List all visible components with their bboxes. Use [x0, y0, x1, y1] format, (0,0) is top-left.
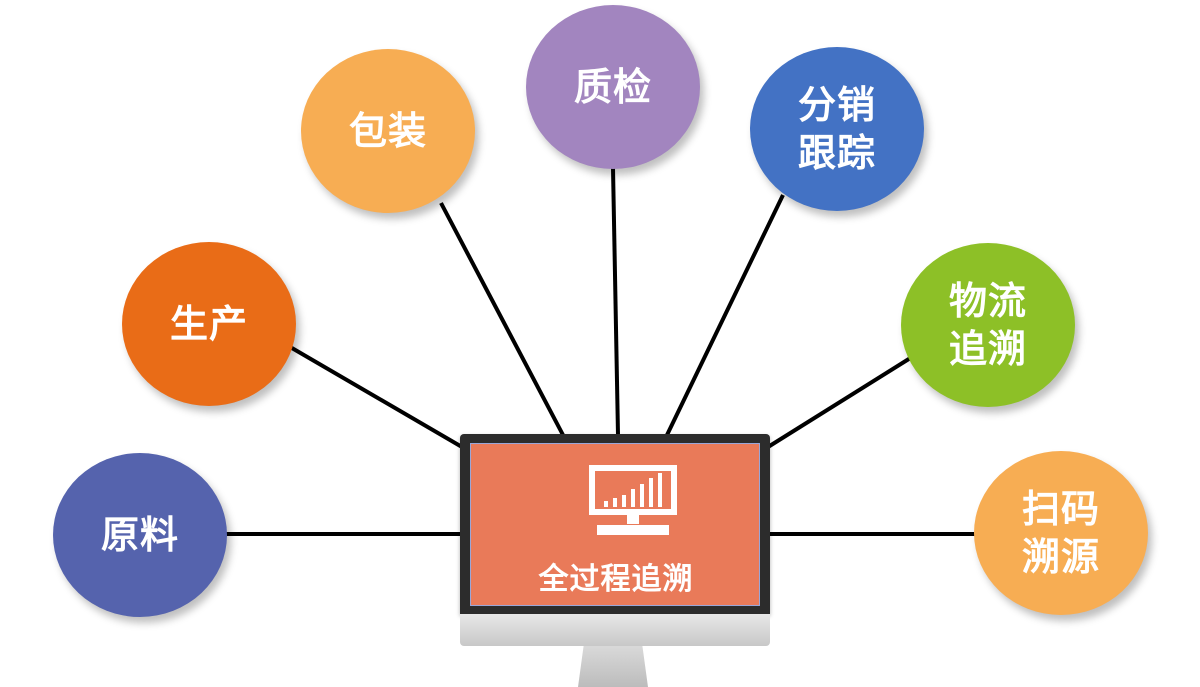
node-raw-material-label: 原料 [100, 513, 179, 557]
chart-monitor-icon [589, 465, 677, 535]
node-quality-check: 质检 [526, 5, 700, 169]
monitor-stand [578, 646, 648, 687]
node-raw-material: 原料 [53, 453, 227, 617]
node-scan-tracing: 扫码溯源 [974, 451, 1148, 615]
monitor-chin [460, 614, 770, 646]
node-production: 生产 [122, 242, 296, 406]
connector-logistics [766, 355, 914, 449]
node-production-label: 生产 [169, 302, 248, 346]
connector-quality-check [611, 167, 620, 436]
node-distribution-tracking: 分销跟踪 [750, 47, 924, 211]
monitor-bezel: 全过程追溯 [460, 434, 770, 614]
node-quality-check-label: 质检 [573, 65, 652, 109]
node-distribution-tracking-label: 分销跟踪 [797, 83, 876, 175]
node-packaging: 包装 [301, 49, 475, 213]
node-logistics-tracing: 物流追溯 [901, 243, 1075, 407]
node-packaging-label: 包装 [348, 109, 427, 153]
monitor-screen: 全过程追溯 [470, 443, 760, 606]
node-scan-tracing-label: 扫码溯源 [1021, 487, 1100, 579]
node-logistics-tracing-label: 物流追溯 [948, 279, 1027, 371]
center-label: 全过程追溯 [538, 562, 694, 597]
connector-production [283, 342, 464, 449]
connector-packaging [439, 202, 565, 436]
center-monitor: 全过程追溯 [460, 434, 770, 646]
connector-distribution [665, 194, 785, 436]
